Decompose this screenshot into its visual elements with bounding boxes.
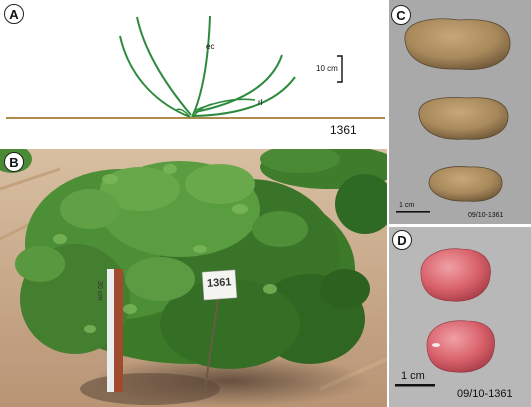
seed-4 xyxy=(420,248,491,302)
panel-a-growth-habit-diagram: A ec rl 10 cm 1361 xyxy=(0,0,387,148)
seed-3 xyxy=(428,166,503,202)
seed-5 xyxy=(426,320,495,373)
panel-b-field-photo: B 30 cm 1361 xyxy=(0,149,387,407)
accession-label-d: 09/10-1361 xyxy=(457,388,513,400)
accession-tag xyxy=(201,269,238,301)
plant-habit-drawing xyxy=(6,15,385,119)
scale-bar-d xyxy=(395,384,435,387)
panel-c-label: C xyxy=(391,5,411,25)
measuring-stake xyxy=(107,269,114,392)
panel-c-mature-seeds: C 1 cm 09/10-1361 xyxy=(389,0,531,224)
seed-1 xyxy=(404,18,511,70)
scale-label-d: 1 cm xyxy=(401,370,425,382)
rl-annotation: rl xyxy=(258,98,263,107)
field-plant-photo xyxy=(0,149,387,407)
main-stem xyxy=(191,15,211,118)
mature-seeds-photo xyxy=(396,18,511,213)
seed-2 xyxy=(418,97,509,140)
accession-label-a: 1361 xyxy=(330,123,357,137)
left-branch-outer xyxy=(119,35,191,118)
scale-10cm-label: 10 cm xyxy=(316,64,338,73)
scale-bar-c xyxy=(396,211,430,213)
stake-scale-text: 30 cm xyxy=(96,281,103,301)
accession-label-c: 09/10-1361 xyxy=(468,212,504,219)
panel-d-fresh-seeds: D 1 cm 09/10-1361 xyxy=(389,227,531,407)
ec-annotation: ec xyxy=(206,42,215,51)
left-branch-inner xyxy=(136,16,192,116)
fresh-seeds-photo xyxy=(395,248,495,387)
right-branch-lower xyxy=(193,76,296,117)
panel-d-label: D xyxy=(392,230,412,250)
right-branch-upper xyxy=(194,54,283,113)
tag-accession-text: 1361 xyxy=(206,276,232,290)
scale-bracket xyxy=(337,55,343,83)
panel-a-label: A xyxy=(4,4,24,24)
scale-label-c: 1 cm xyxy=(399,202,415,209)
panel-b-label: B xyxy=(4,152,24,172)
